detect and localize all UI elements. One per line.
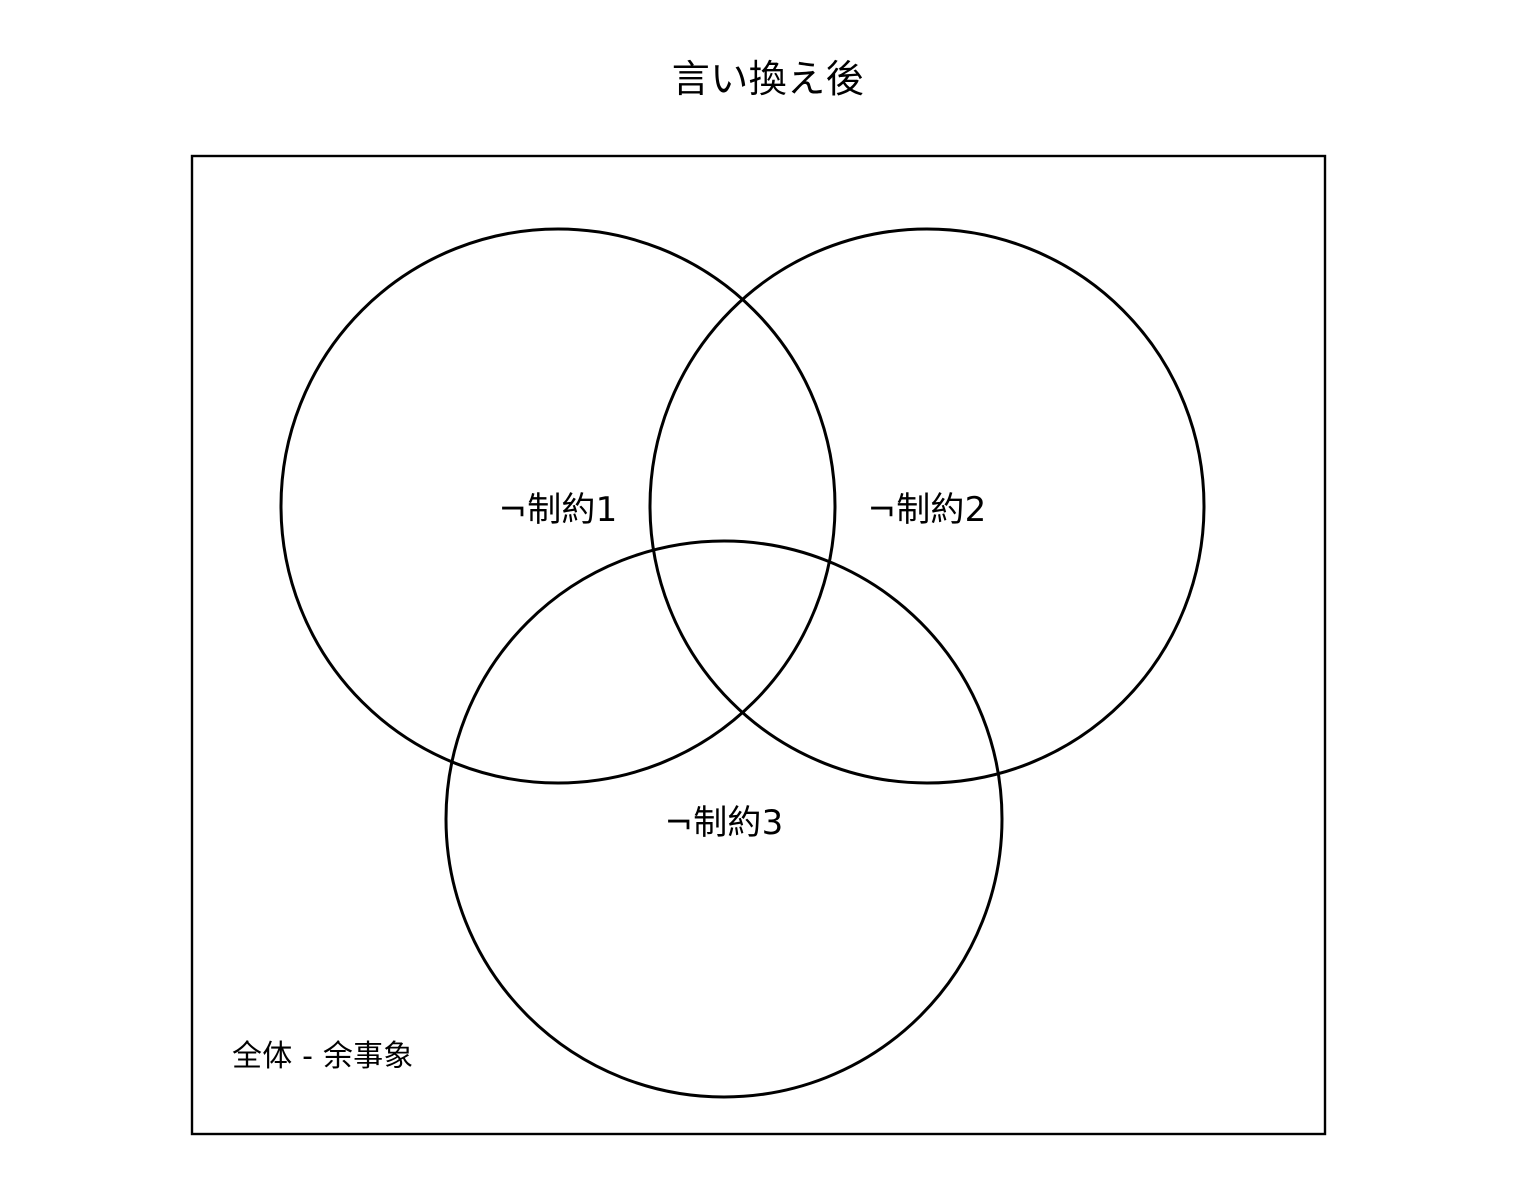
set-circle-2 xyxy=(648,227,1206,785)
page-title: 言い換え後 xyxy=(671,57,865,101)
universe-label: 全体 - 余事象 xyxy=(232,1039,414,1074)
universe-boundary-rect xyxy=(190,154,1327,1136)
set-label-3: ¬制約3 xyxy=(664,803,784,843)
set-circle-3 xyxy=(444,539,1004,1099)
set-circle-1 xyxy=(279,227,837,785)
set-label-2: ¬制約2 xyxy=(867,490,987,530)
set-label-1: ¬制約1 xyxy=(498,490,618,530)
